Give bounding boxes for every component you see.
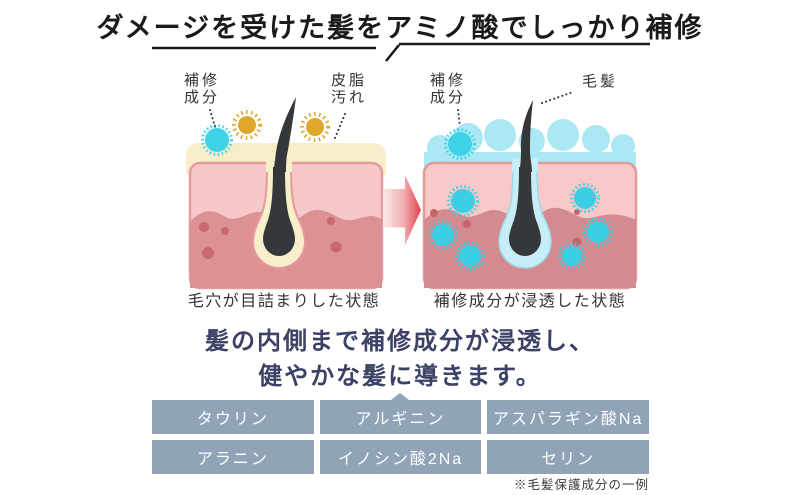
ingredient-serine: セリン [487,440,649,474]
hair-shaft [274,97,296,172]
caption-clogged: 毛穴が目詰まりした状態 [187,293,381,310]
ingredient-sodium-aspartate: アスパラギン酸Na [487,400,649,434]
label-hair: 毛髪 [582,73,619,90]
diagram-clogged-pores [186,97,386,290]
label-connectors [209,109,346,139]
hair-root [509,167,541,256]
label-repair-component-left: 補修 成分 [184,72,221,106]
lead-copy: 髪の内側まで補修成分が浸透し、 健やかな髪に導きます。 [0,324,800,394]
title-underline [152,42,650,62]
caption-repaired: 補修成分が浸透した状態 [433,293,627,310]
repair-component-icon [201,124,233,156]
ingredient-taurine: タウリン [152,400,314,434]
sebum-icon [232,110,330,142]
hair-shaft [520,100,533,172]
footnote: ※毛髪保護成分の一例 [513,478,649,492]
label-repair-component-right: 補修 成分 [430,72,467,106]
ingredient-alanine: アラニン [152,440,314,474]
lead-line-2: 健やかな髪に導きます。 [258,363,542,390]
repair-component-icons [428,128,613,271]
lead-line-1: 髪の内側まで補修成分が浸透し、 [205,328,595,355]
diagram-repaired [422,91,638,290]
ingredient-disodium-inosinate: イノシン酸2Na [319,440,482,474]
dermis-dots [430,209,582,247]
label-sebum-dirt: 皮脂 汚れ [331,72,368,106]
label-connectors [457,91,574,128]
dermis-dots [199,217,342,259]
ingredient-arginine: アルギニン [319,400,482,434]
page-title: ダメージを受けた髪をアミノ酸でしっかり補修 [96,13,704,43]
hair-root [263,167,295,256]
ingredients-table: タウリン アルギニン アスパラギン酸Na アラニン イノシン酸2Na セリン [152,400,649,474]
